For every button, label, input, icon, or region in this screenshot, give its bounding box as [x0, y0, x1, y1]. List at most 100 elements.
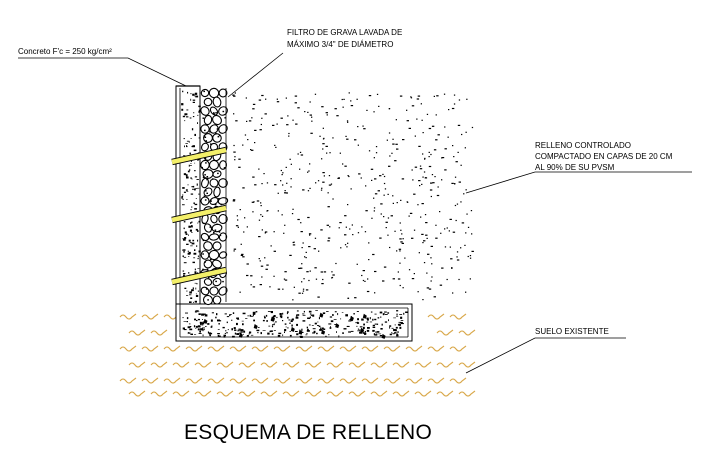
concrete-speck: [183, 273, 186, 275]
backfill-dot: [261, 276, 263, 278]
backfill-dot: [273, 250, 276, 252]
backfill-dot: [441, 157, 443, 159]
backfill-dot: [424, 158, 426, 160]
backfill-dot: [454, 183, 456, 185]
concrete-speck: [252, 313, 256, 315]
soil-hatch-mark: [172, 390, 190, 397]
backfill-dot: [463, 193, 465, 195]
concrete-speck: [195, 188, 198, 189]
backfill-dot: [322, 143, 325, 145]
backfill-dot: [374, 193, 378, 195]
concrete-aggregate: [381, 333, 386, 339]
gravel-fine: [205, 140, 207, 142]
backfill-dot: [254, 129, 257, 131]
backfill-dot: [326, 114, 328, 116]
concrete-speck: [188, 164, 190, 167]
gravel-stone: [208, 249, 220, 261]
backfill-dot: [430, 245, 433, 247]
concrete-speck: [194, 249, 196, 251]
concrete-speck: [192, 287, 194, 290]
backfill-dot: [276, 101, 280, 103]
soil-hatch-mark: [238, 390, 256, 397]
concrete-speck: [194, 203, 198, 206]
backfill-dot: [465, 131, 467, 133]
backfill-dot: [444, 126, 446, 128]
gravel-fine: [218, 198, 220, 200]
backfill-dot: [441, 179, 443, 181]
backfill-dot: [266, 264, 269, 266]
concrete-speck: [314, 322, 317, 325]
concrete-speck: [236, 317, 239, 320]
concrete-speck: [192, 188, 194, 190]
backfill-dot: [317, 296, 320, 298]
soil-hatch-mark: [392, 361, 410, 368]
gravel-stone: [208, 159, 220, 171]
concrete-speck: [182, 270, 185, 272]
backfill-dot: [242, 144, 244, 146]
concrete-speck: [193, 257, 196, 259]
concrete-speck: [392, 333, 395, 335]
backfill-dot: [465, 291, 467, 293]
concrete-speck: [191, 128, 194, 131]
backfill-dot: [382, 280, 385, 282]
backfill-dot: [396, 250, 398, 252]
backfill-dot: [368, 259, 370, 261]
backfill-dot: [285, 192, 288, 194]
backfill-dot: [304, 256, 306, 258]
concrete-speck: [323, 328, 326, 330]
backfill-dot: [402, 238, 404, 240]
backfill-dot: [433, 296, 436, 298]
concrete-speck: [373, 333, 376, 336]
backfill-dot: [232, 94, 235, 96]
backfill-dot: [433, 95, 435, 97]
gravel-fine: [202, 176, 205, 178]
gravel-stone: [200, 250, 210, 260]
backfill-dot: [347, 204, 349, 206]
concrete-speck: [328, 323, 332, 325]
concrete-speck: [197, 255, 199, 258]
soil-hatch-mark: [260, 361, 278, 368]
concrete-speck: [183, 227, 185, 230]
gravel-stone: [212, 295, 222, 305]
concrete-speck: [262, 319, 265, 322]
backfill-dot: [297, 153, 299, 155]
backfill-dot: [392, 202, 394, 204]
backfill-dot: [375, 152, 378, 154]
concrete-speck: [195, 328, 197, 329]
backfill-dot: [426, 272, 428, 274]
backfill-dot: [343, 98, 345, 100]
concrete-speck: [188, 141, 190, 143]
concrete-speck: [231, 319, 233, 321]
backfill-dot: [397, 278, 401, 280]
concrete-speck: [400, 320, 404, 321]
backfill-dot: [327, 206, 330, 208]
backfill-dot: [284, 271, 287, 273]
concrete-speck: [380, 316, 382, 318]
concrete-speck: [367, 327, 370, 329]
concrete-speck: [192, 261, 195, 264]
backfill-dot: [364, 280, 366, 282]
concrete-speck: [306, 326, 308, 329]
concrete-speck: [195, 325, 198, 328]
soil-hatch-mark: [141, 313, 159, 320]
backfill-dot: [471, 233, 473, 235]
concrete-speck: [400, 316, 403, 319]
concrete-speck: [191, 232, 193, 233]
backfill-dot: [252, 211, 254, 213]
concrete-speck: [192, 239, 195, 242]
gravel-fine: [215, 133, 217, 135]
backfill-dot: [284, 279, 288, 281]
gravel-stone: [200, 159, 210, 171]
concrete-speck: [202, 327, 205, 329]
backfill-dot: [322, 181, 325, 183]
concrete-speck: [193, 325, 196, 328]
backfill-dot: [297, 218, 300, 221]
backfill-dot: [387, 193, 389, 195]
backfill-dot: [315, 278, 318, 280]
concrete-speck: [268, 325, 271, 327]
concrete-speck: [197, 187, 200, 189]
concrete-speck: [389, 333, 392, 336]
drain-pipe-middle: [171, 204, 227, 224]
backfill-dot: [264, 231, 268, 233]
soil-hatch-mark: [405, 377, 423, 384]
